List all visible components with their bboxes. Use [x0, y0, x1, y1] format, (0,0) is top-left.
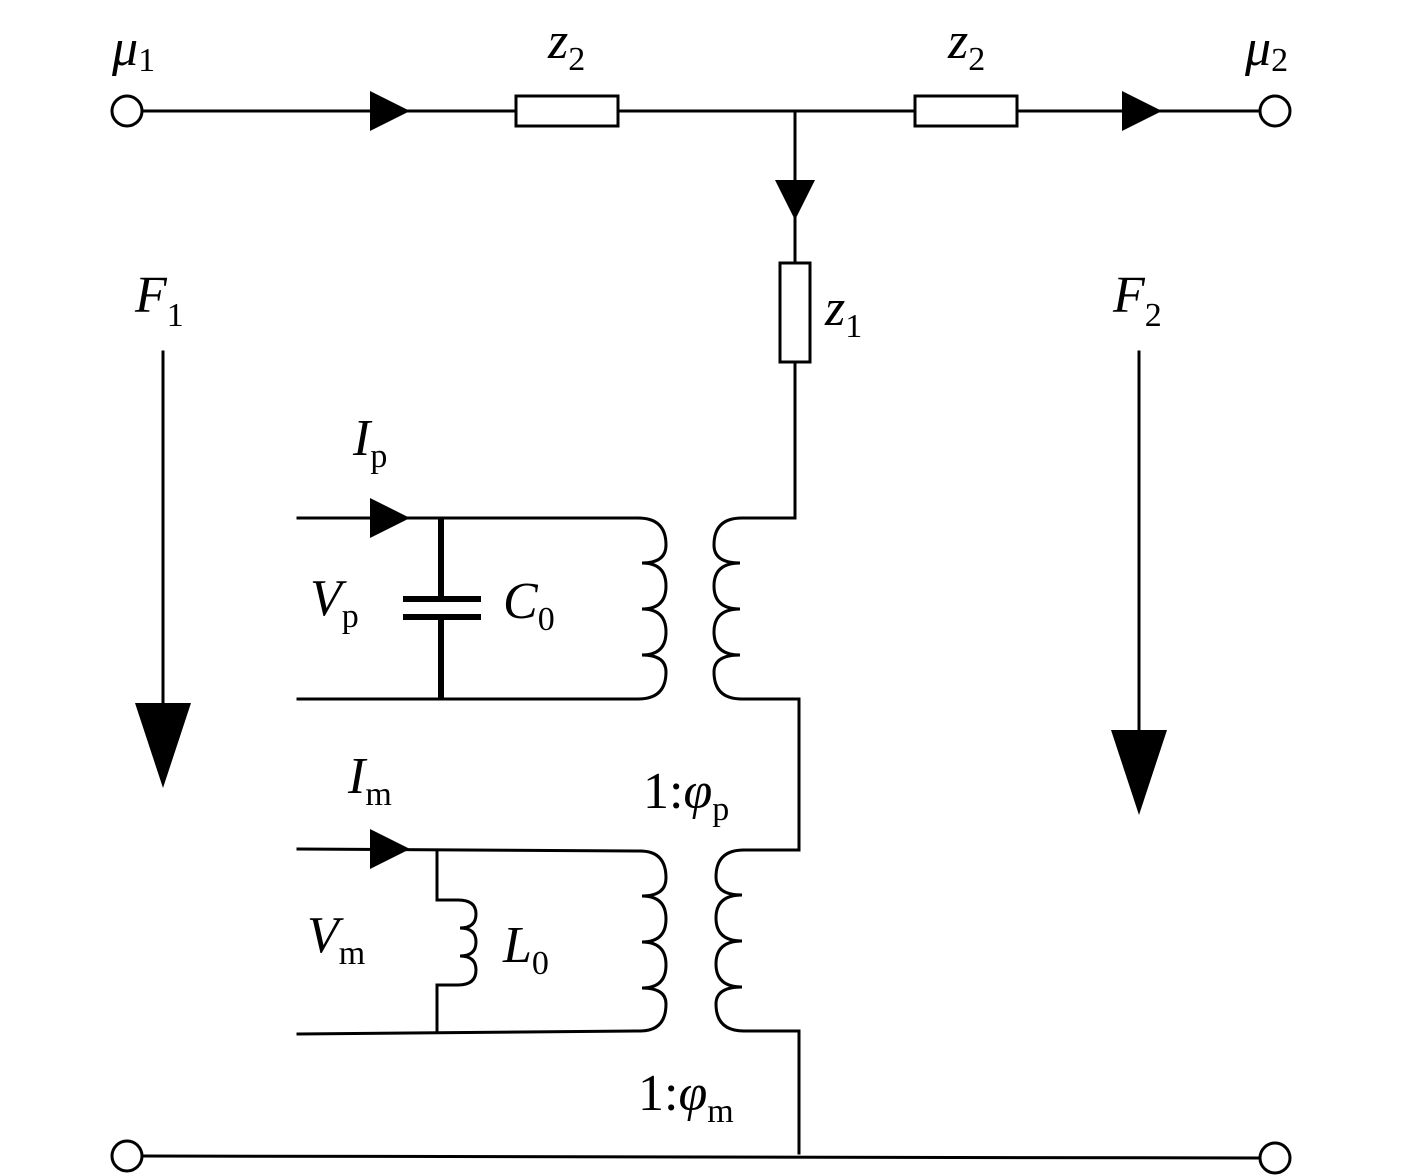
- label-z2-left: z2: [547, 13, 585, 78]
- impedance-z1: [778, 261, 812, 364]
- label-ratio-p: 1:φp: [643, 763, 729, 828]
- label-Im: Im: [347, 748, 392, 813]
- label-Ip: Ip: [352, 410, 387, 475]
- label-mu1: μ1: [111, 20, 155, 79]
- inductor-L0: [435, 848, 478, 1034]
- transformer-p: [296, 516, 801, 701]
- terminal-mu1: [110, 94, 144, 128]
- capacitor-C0: [403, 518, 481, 699]
- arrow-Im-current: [370, 829, 410, 869]
- label-L0: L0: [502, 917, 549, 982]
- force-arrow-F1: [135, 350, 191, 788]
- label-Vm: Vm: [307, 907, 365, 972]
- bottom-line: [140, 1154, 1262, 1160]
- terminal-bottom-left: [110, 1139, 144, 1173]
- label-mu2: μ2: [1244, 20, 1288, 79]
- label-F2: F2: [1112, 267, 1162, 334]
- terminal-bottom-right: [1258, 1141, 1292, 1175]
- label-C0: C0: [503, 573, 555, 638]
- transformer-m: [296, 847, 801, 1036]
- force-arrow-F2: [1111, 350, 1167, 815]
- impedance-z2-left: [514, 94, 620, 128]
- label-z2-right: z2: [947, 13, 985, 78]
- arrow-Ip-current: [370, 498, 410, 538]
- label-Vp: Vp: [310, 570, 359, 635]
- label-z1: z1: [824, 280, 862, 345]
- arrow-mu2-current: [1122, 91, 1162, 131]
- impedance-z2-right: [913, 94, 1019, 128]
- terminal-mu2: [1258, 94, 1292, 128]
- arrow-mu1-current: [370, 91, 410, 131]
- arrow-shunt-current: [775, 180, 815, 220]
- label-ratio-m: 1:φm: [638, 1065, 734, 1130]
- label-F1: F1: [134, 267, 184, 334]
